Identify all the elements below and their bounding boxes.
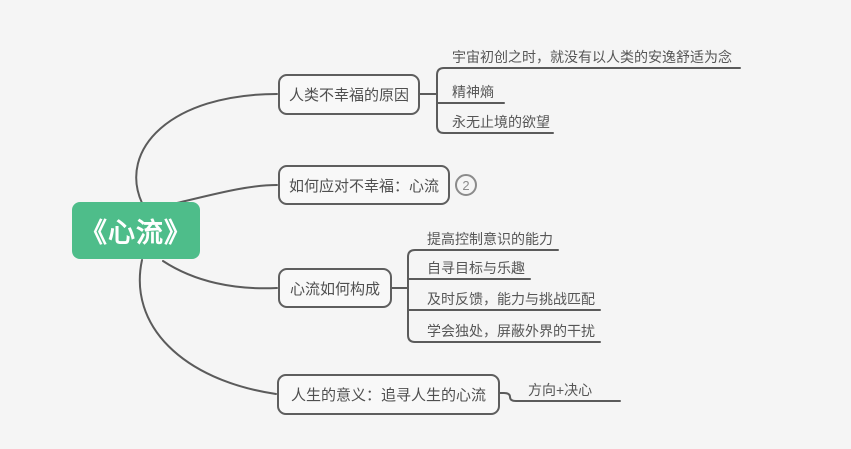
leaf-improve-consciousness-control[interactable]: 提高控制意识的能力	[427, 231, 553, 247]
branch-flow-composition[interactable]: 心流如何构成	[278, 268, 392, 308]
branch-meaning-of-life[interactable]: 人生的意义：追寻人生的心流	[277, 374, 500, 415]
connector-root-to-branch1	[135, 93, 278, 204]
connector-root-to-branch2	[176, 184, 278, 204]
connector-root-to-branch4	[138, 259, 277, 395]
circled-2-badge[interactable]: 2	[455, 174, 477, 196]
leaf-direction-determination[interactable]: 方向+决心	[528, 382, 593, 398]
branch-how-to-cope-flow[interactable]: 如何应对不幸福：心流	[278, 165, 450, 205]
leaf-endless-desire[interactable]: 永无止境的欲望	[452, 114, 550, 130]
connector-root-to-branch3	[162, 260, 278, 290]
leaf-solitude-block-interference[interactable]: 学会独处，屏蔽外界的干扰	[427, 323, 595, 339]
root-topic[interactable]: 《心流》	[72, 202, 200, 259]
leaf-timely-feedback-challenge-match[interactable]: 及时反馈，能力与挑战匹配	[427, 291, 595, 307]
leaf-universe-not-for-comfort[interactable]: 宇宙初创之时，就没有以人类的安逸舒适为念	[452, 49, 732, 65]
leaf-psychic-entropy[interactable]: 精神熵	[452, 84, 494, 100]
branch-causes-of-unhappiness[interactable]: 人类不幸福的原因	[278, 74, 420, 115]
leaf-self-set-goals-fun[interactable]: 自寻目标与乐趣	[427, 260, 525, 276]
